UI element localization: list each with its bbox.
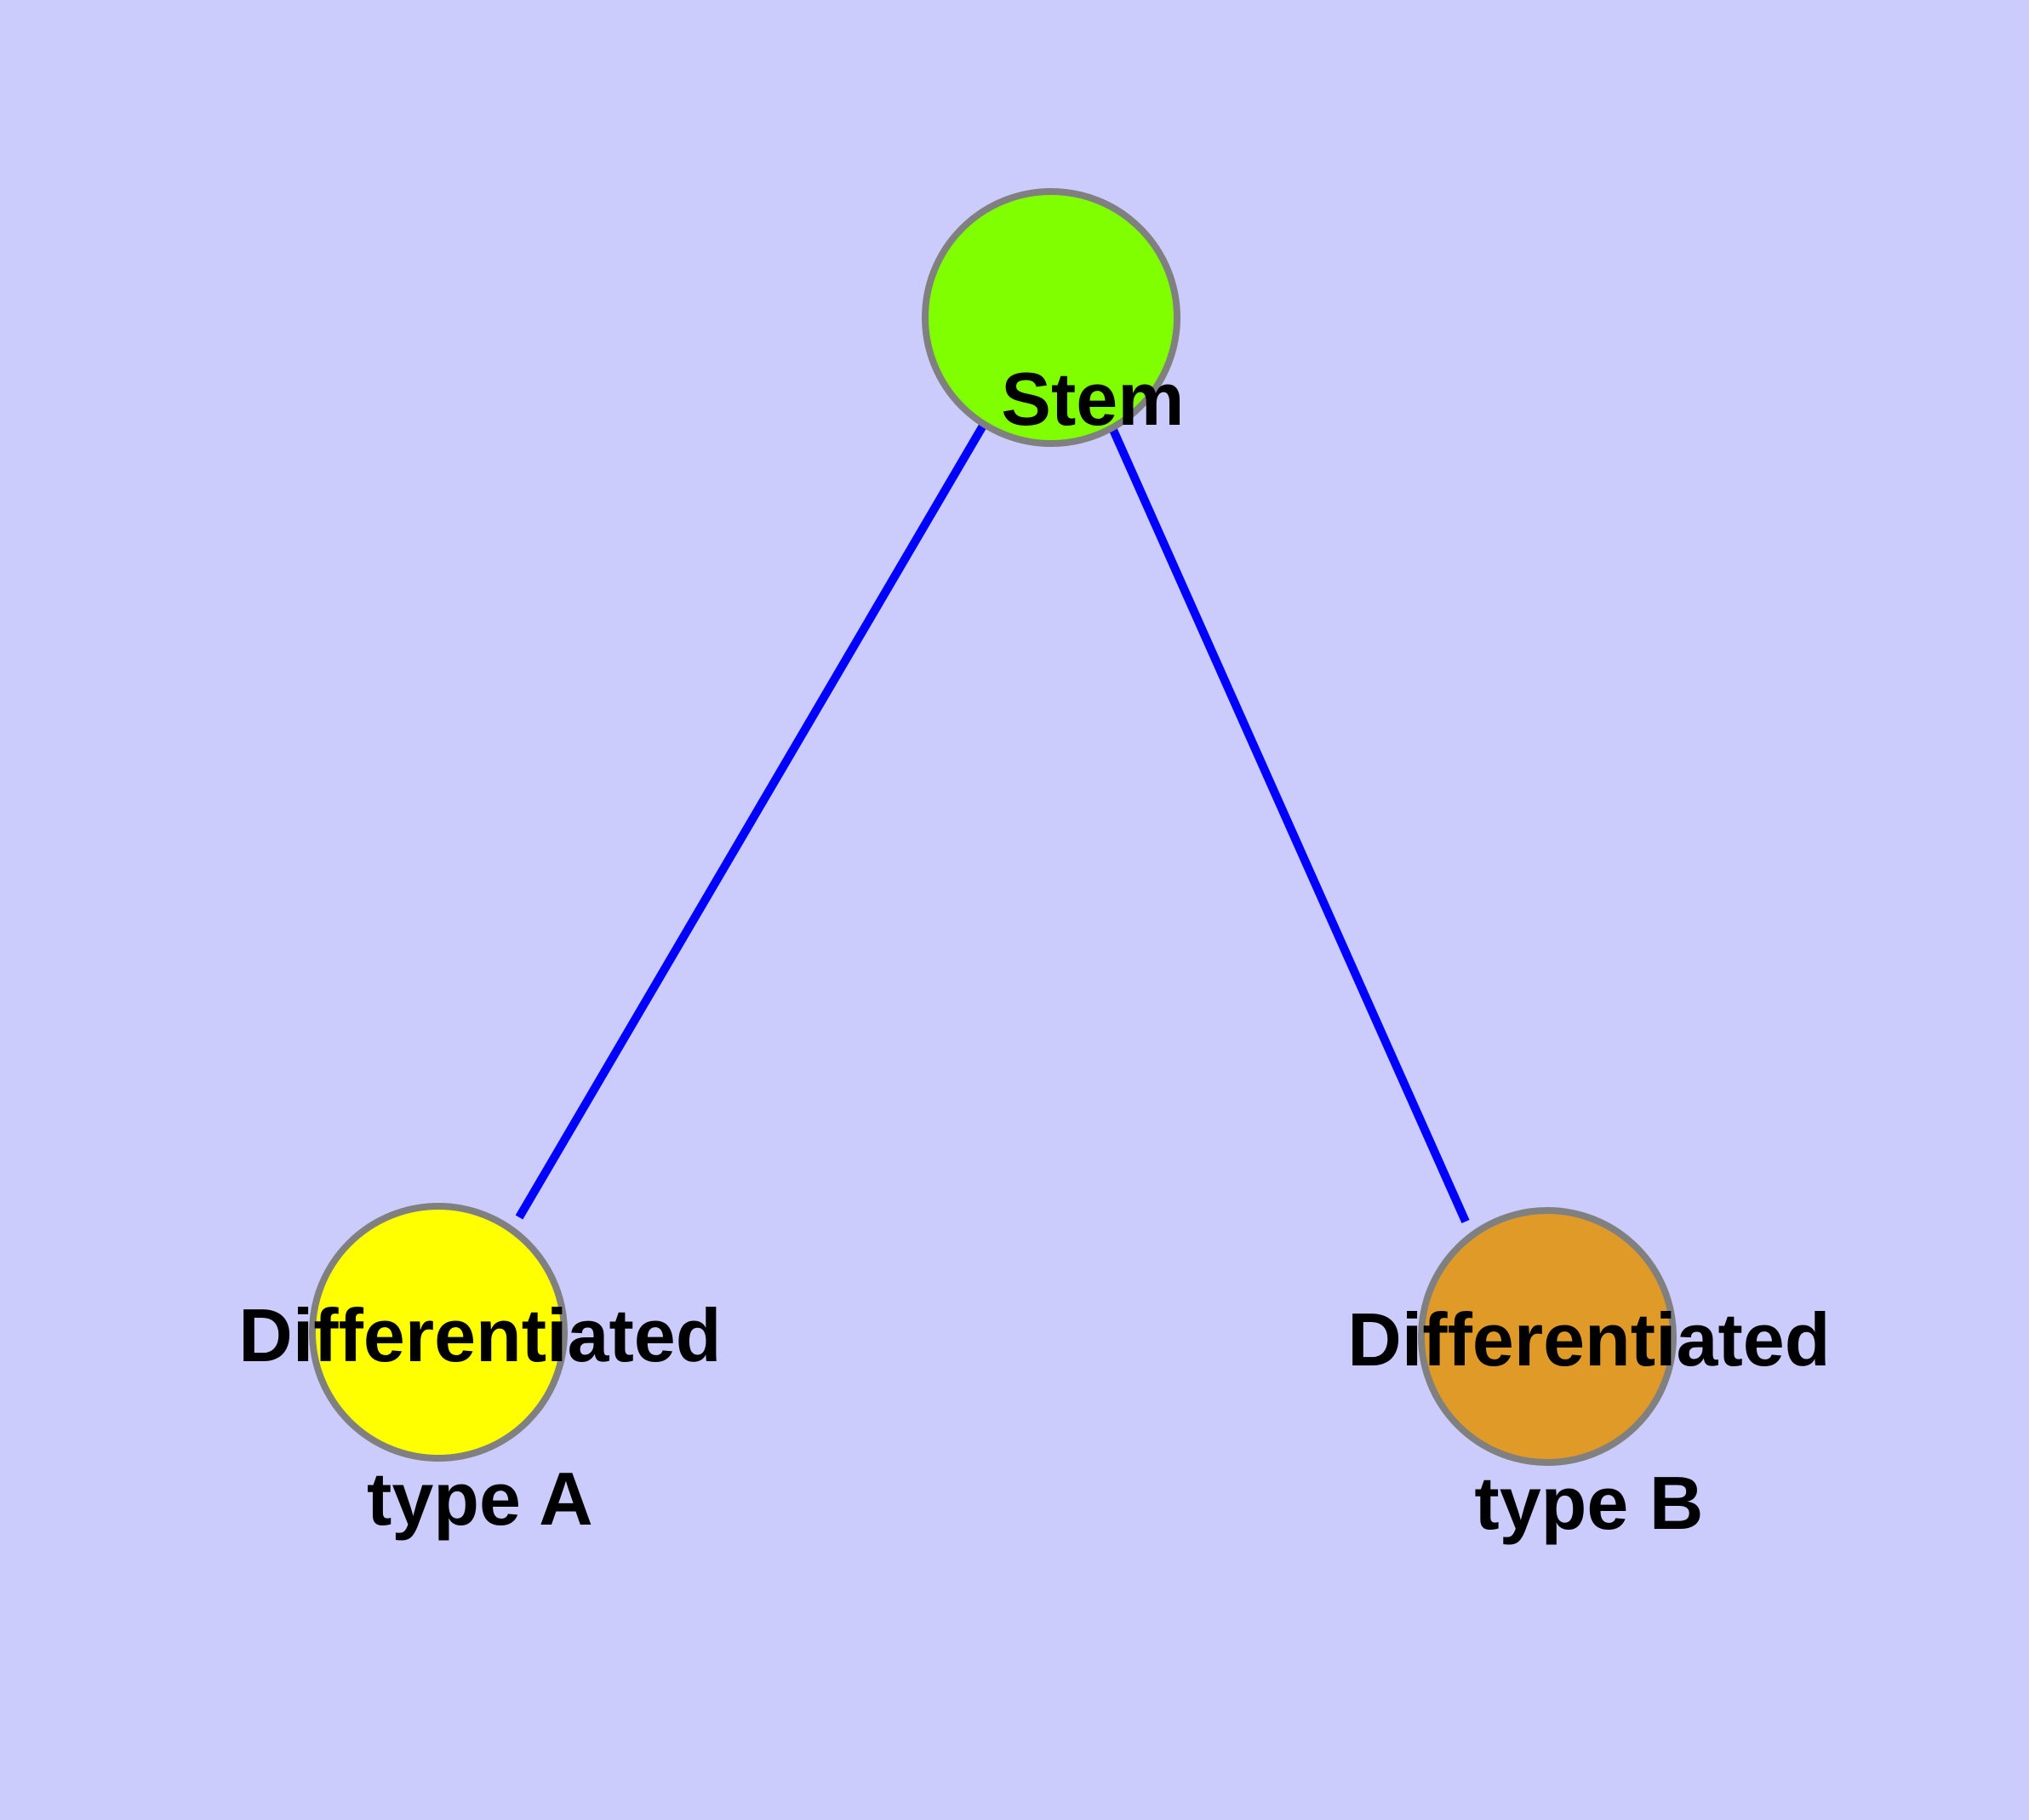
- node-stem[interactable]: [922, 188, 1180, 447]
- node-differentiated-type-a[interactable]: [309, 1203, 568, 1462]
- node-differentiated-type-b[interactable]: [1418, 1207, 1677, 1466]
- edge-stem-to-differentiated-type-a[interactable]: [515, 423, 987, 1220]
- edge-layer: [515, 423, 1470, 1224]
- node-layer: [309, 188, 1677, 1466]
- edge-stem-to-differentiated-type-b[interactable]: [1109, 427, 1470, 1224]
